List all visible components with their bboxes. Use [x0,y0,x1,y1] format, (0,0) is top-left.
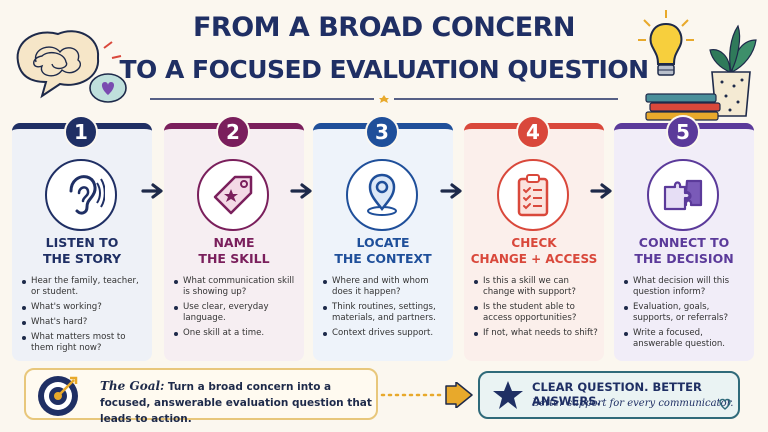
step-icon-circle-5 [647,159,719,231]
answer-tagline: Better support for every communicator. [532,398,734,409]
lightbulb-icon [638,10,694,76]
goal-statement: Turn a broad concern into a focused, ans… [100,381,372,425]
star-icon [493,381,523,409]
list-item: What matters most to them right now? [22,332,146,354]
step-title-4: CHECK CHANGE + ACCESS [468,235,600,267]
step-title-5-line1: CONNECT TO [638,235,730,250]
arrow-right-icon [141,183,163,199]
step-bullets-4: Is this a skill we can change with suppo… [474,276,598,343]
step-card-2: 2 NAME THE SKILL What communication skil… [164,115,304,361]
step-title-5-line2: THE DECISION [634,251,734,266]
step-card-5: 5 CONNECT TO THE DECISION What decision … [614,115,754,361]
checklist-icon [517,174,549,217]
list-item: Use clear, everyday language. [174,302,298,324]
step-number-badge-1: 1 [64,115,98,149]
step-bullets-1: Hear the family, teacher, or student. Wh… [22,276,146,358]
tag-icon [213,175,253,215]
step-title-1-line1: LISTEN TO [45,235,119,250]
step-title-4-line2: CHANGE + ACCESS [470,252,598,266]
list-item: Think routines, settings, materials, and… [323,302,447,324]
step-title-4-line1: CHECK [511,236,557,250]
arrow-right-icon [440,183,462,199]
answer-box: CLEAR QUESTION. BETTER ANSWERS. Better s… [478,371,740,419]
list-item: What's working? [22,302,146,313]
list-item: Write a focused, answerable question. [624,328,748,350]
list-item: Is the student able to access opportunit… [474,302,598,324]
location-pin-icon [367,173,397,216]
arrow-right-icon [590,183,612,199]
target-icon [38,376,78,416]
list-item: Hear the family, teacher, or student. [22,276,146,298]
plant-icon [709,24,757,117]
step-icon-circle-3 [346,159,418,231]
step-card-4: 4 CHECK CHANGE + ACCESS Is this a skill … [464,115,604,361]
page-title-line2: TO A FOCUSED EVALUATION QUESTION [119,55,649,84]
list-item: Context drives support. [323,328,447,339]
step-icon-circle-4 [497,159,569,231]
list-item: Where and with whom does it happen? [323,276,447,298]
step-number-badge-2: 2 [216,115,250,149]
list-item: If not, what needs to shift? [474,328,598,339]
puzzle-icon [663,179,703,211]
step-title-2: NAME THE SKILL [168,235,300,267]
dotted-arrow-icon [380,382,473,408]
title-underline [150,95,618,103]
answer-headline: CLEAR QUESTION. BETTER ANSWERS. [532,380,702,408]
step-title-3: LOCATE THE CONTEXT [317,235,449,267]
step-title-1: LISTEN TO THE STORY [16,235,148,267]
step-card-3: 3 LOCATE THE CONTEXT Where and with whom… [313,115,453,361]
thought-bubble-icon [16,30,127,103]
step-bullets-3: Where and with whom does it happen? Thin… [323,276,447,343]
step-number-badge-5: 5 [666,115,700,149]
list-item: Evaluation, goals, supports, or referral… [624,302,748,324]
step-title-3-line1: LOCATE [356,235,410,250]
list-item: What's hard? [22,317,146,328]
goal-box: The Goal: Turn a broad concern into a fo… [24,368,378,425]
list-item: Is this a skill we can change with suppo… [474,276,598,298]
step-title-5: CONNECT TO THE DECISION [618,235,750,267]
page-title-line1: FROM A BROAD CONCERN [192,12,576,43]
goal-lead: The Goal: [100,379,165,393]
step-title-2-line1: NAME [213,235,255,250]
step-icon-circle-2 [197,159,269,231]
step-title-3-line2: THE CONTEXT [334,251,432,266]
list-item: What decision will this question inform? [624,276,748,298]
list-item: What communication skill is showing up? [174,276,298,298]
step-card-1: 1 LISTEN TO THE STORY Hear the family, t… [12,115,152,361]
heart-icon [719,398,731,410]
step-bullets-2: What communication skill is showing up? … [174,276,298,343]
step-title-1-line2: THE STORY [42,251,122,266]
arrow-right-icon [290,183,312,199]
step-number-badge-3: 3 [365,115,399,149]
step-bullets-5: What decision will this question inform?… [624,276,748,354]
goal-text: The Goal: Turn a broad concern into a fo… [100,378,376,427]
step-icon-circle-1 [45,159,117,231]
list-item: One skill at a time. [174,328,298,339]
step-title-2-line2: THE SKILL [198,251,270,266]
step-number-badge-4: 4 [516,115,550,149]
ear-icon [69,175,105,215]
